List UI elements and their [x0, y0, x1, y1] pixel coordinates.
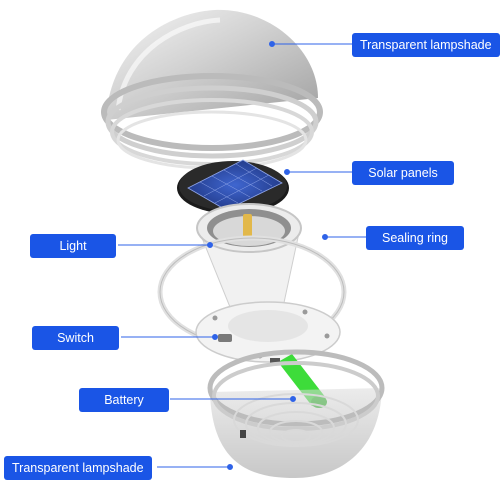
callout-bottom-lampshade: Transparent lampshade	[4, 456, 152, 480]
callout-sealing-ring: Sealing ring	[366, 226, 464, 250]
callout-battery: Battery	[79, 388, 169, 412]
bottom-lampshade-part	[207, 349, 385, 478]
switch-icon	[218, 334, 232, 342]
callout-light: Light	[30, 234, 116, 258]
callout-solar-panels: Solar panels	[352, 161, 454, 185]
leader-lines	[118, 41, 366, 470]
led-bulb-icon	[243, 214, 252, 238]
callout-top-lampshade: Transparent lampshade	[352, 33, 500, 57]
solar-panel-part	[177, 159, 289, 214]
light-housing-part	[196, 203, 302, 313]
top-lampshade-part	[101, 9, 323, 170]
base-plate-part	[195, 301, 341, 363]
callout-switch: Switch	[32, 326, 119, 350]
